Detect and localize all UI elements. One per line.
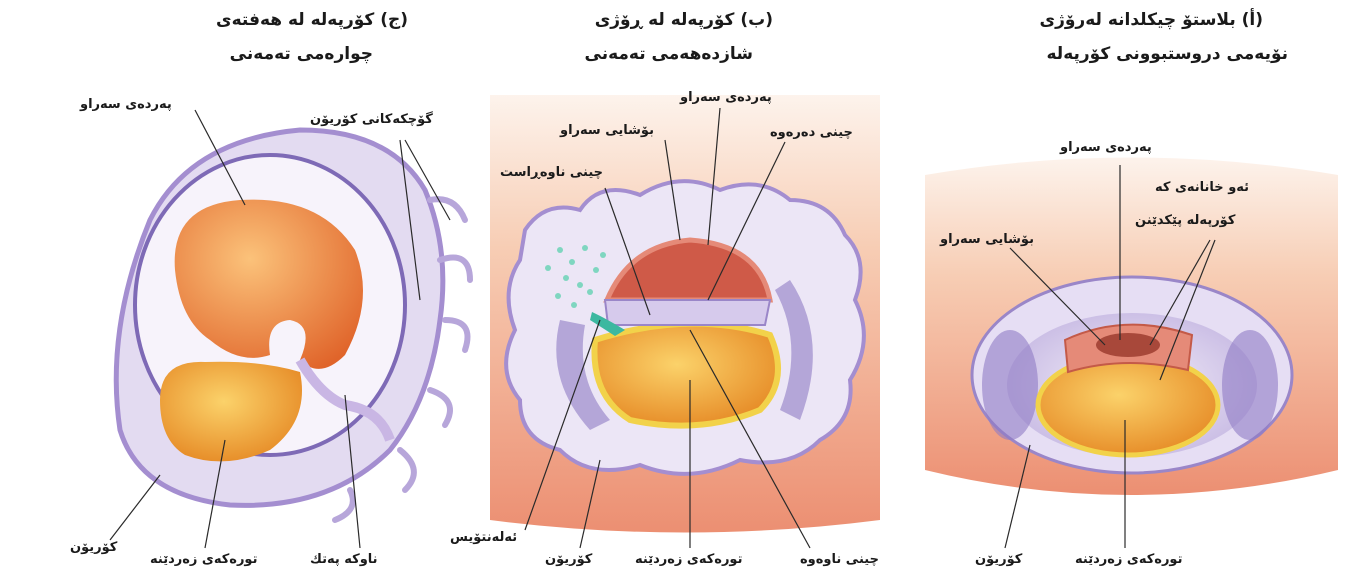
panel-b-germ-disc bbox=[605, 300, 770, 325]
label-a-cells-line2: کۆرپەلە پێکدێنن bbox=[1135, 213, 1235, 228]
panel-b-title-line1: (ب) کۆرپەلە لە ڕۆژی bbox=[595, 10, 773, 30]
label-a-amnion: پەردەی سەراو bbox=[1060, 140, 1152, 155]
label-a-chorion: کۆریۆن bbox=[975, 552, 1022, 567]
label-a-cells-line1: ئەو خانانەی کە bbox=[1155, 180, 1249, 195]
label-b-chorion: کۆریۆن bbox=[545, 552, 592, 567]
label-c-amnion: پەردەی سەراو bbox=[80, 97, 172, 112]
label-c-chorion: کۆریۆن bbox=[70, 540, 117, 555]
label-b-endoderm: چینی ناوەوە bbox=[800, 552, 879, 567]
label-c-umbilical-cord: ناوکە پەتك bbox=[310, 552, 378, 567]
panel-b-yolk-sac bbox=[594, 324, 778, 426]
panel-a-title-line1: (أ) بلاستۆ چیکلدانە لەرۆژی bbox=[1040, 10, 1264, 30]
panel-b-title-line2: شازدەهەمی تەمەنی bbox=[585, 44, 754, 64]
label-c-chorionic-villi: گۆچکەکانی کۆریۆن bbox=[310, 112, 433, 127]
panel-a-title-line2: نۆیەمی دروستبوونی کۆرپەلە bbox=[1047, 44, 1289, 64]
label-b-yolk-sac: تورەکەی زەردێنە bbox=[635, 552, 742, 567]
label-a-yolk-sac: تورەکەی زەردێنە bbox=[1075, 552, 1182, 567]
panel-c-title-line2: چوارەمی تەمەنی bbox=[230, 44, 373, 64]
label-b-ectoderm: چینی دەرەوە bbox=[770, 125, 853, 140]
panel-a-illustration bbox=[925, 158, 1338, 496]
label-b-amnion: پەردەی سەراو bbox=[680, 90, 772, 105]
label-a-amniotic-cavity: بۆشایی سەراو bbox=[940, 232, 1034, 247]
panel-c-title-line1: (ج) کۆرپەلە لە هەفتەی bbox=[216, 10, 408, 30]
panel-c-illustration bbox=[116, 130, 470, 520]
label-b-mesoderm: چینی ناوەڕاست bbox=[500, 165, 603, 180]
label-c-yolk-sac: تورەکەی زەردێنە bbox=[150, 552, 257, 567]
label-b-allantois: ئەلەنتۆیس bbox=[450, 530, 517, 545]
label-b-amniotic-cavity: بۆشایی سەراو bbox=[560, 123, 654, 138]
panel-a-yolk-sac bbox=[1038, 355, 1218, 455]
panel-b-illustration bbox=[490, 95, 880, 533]
